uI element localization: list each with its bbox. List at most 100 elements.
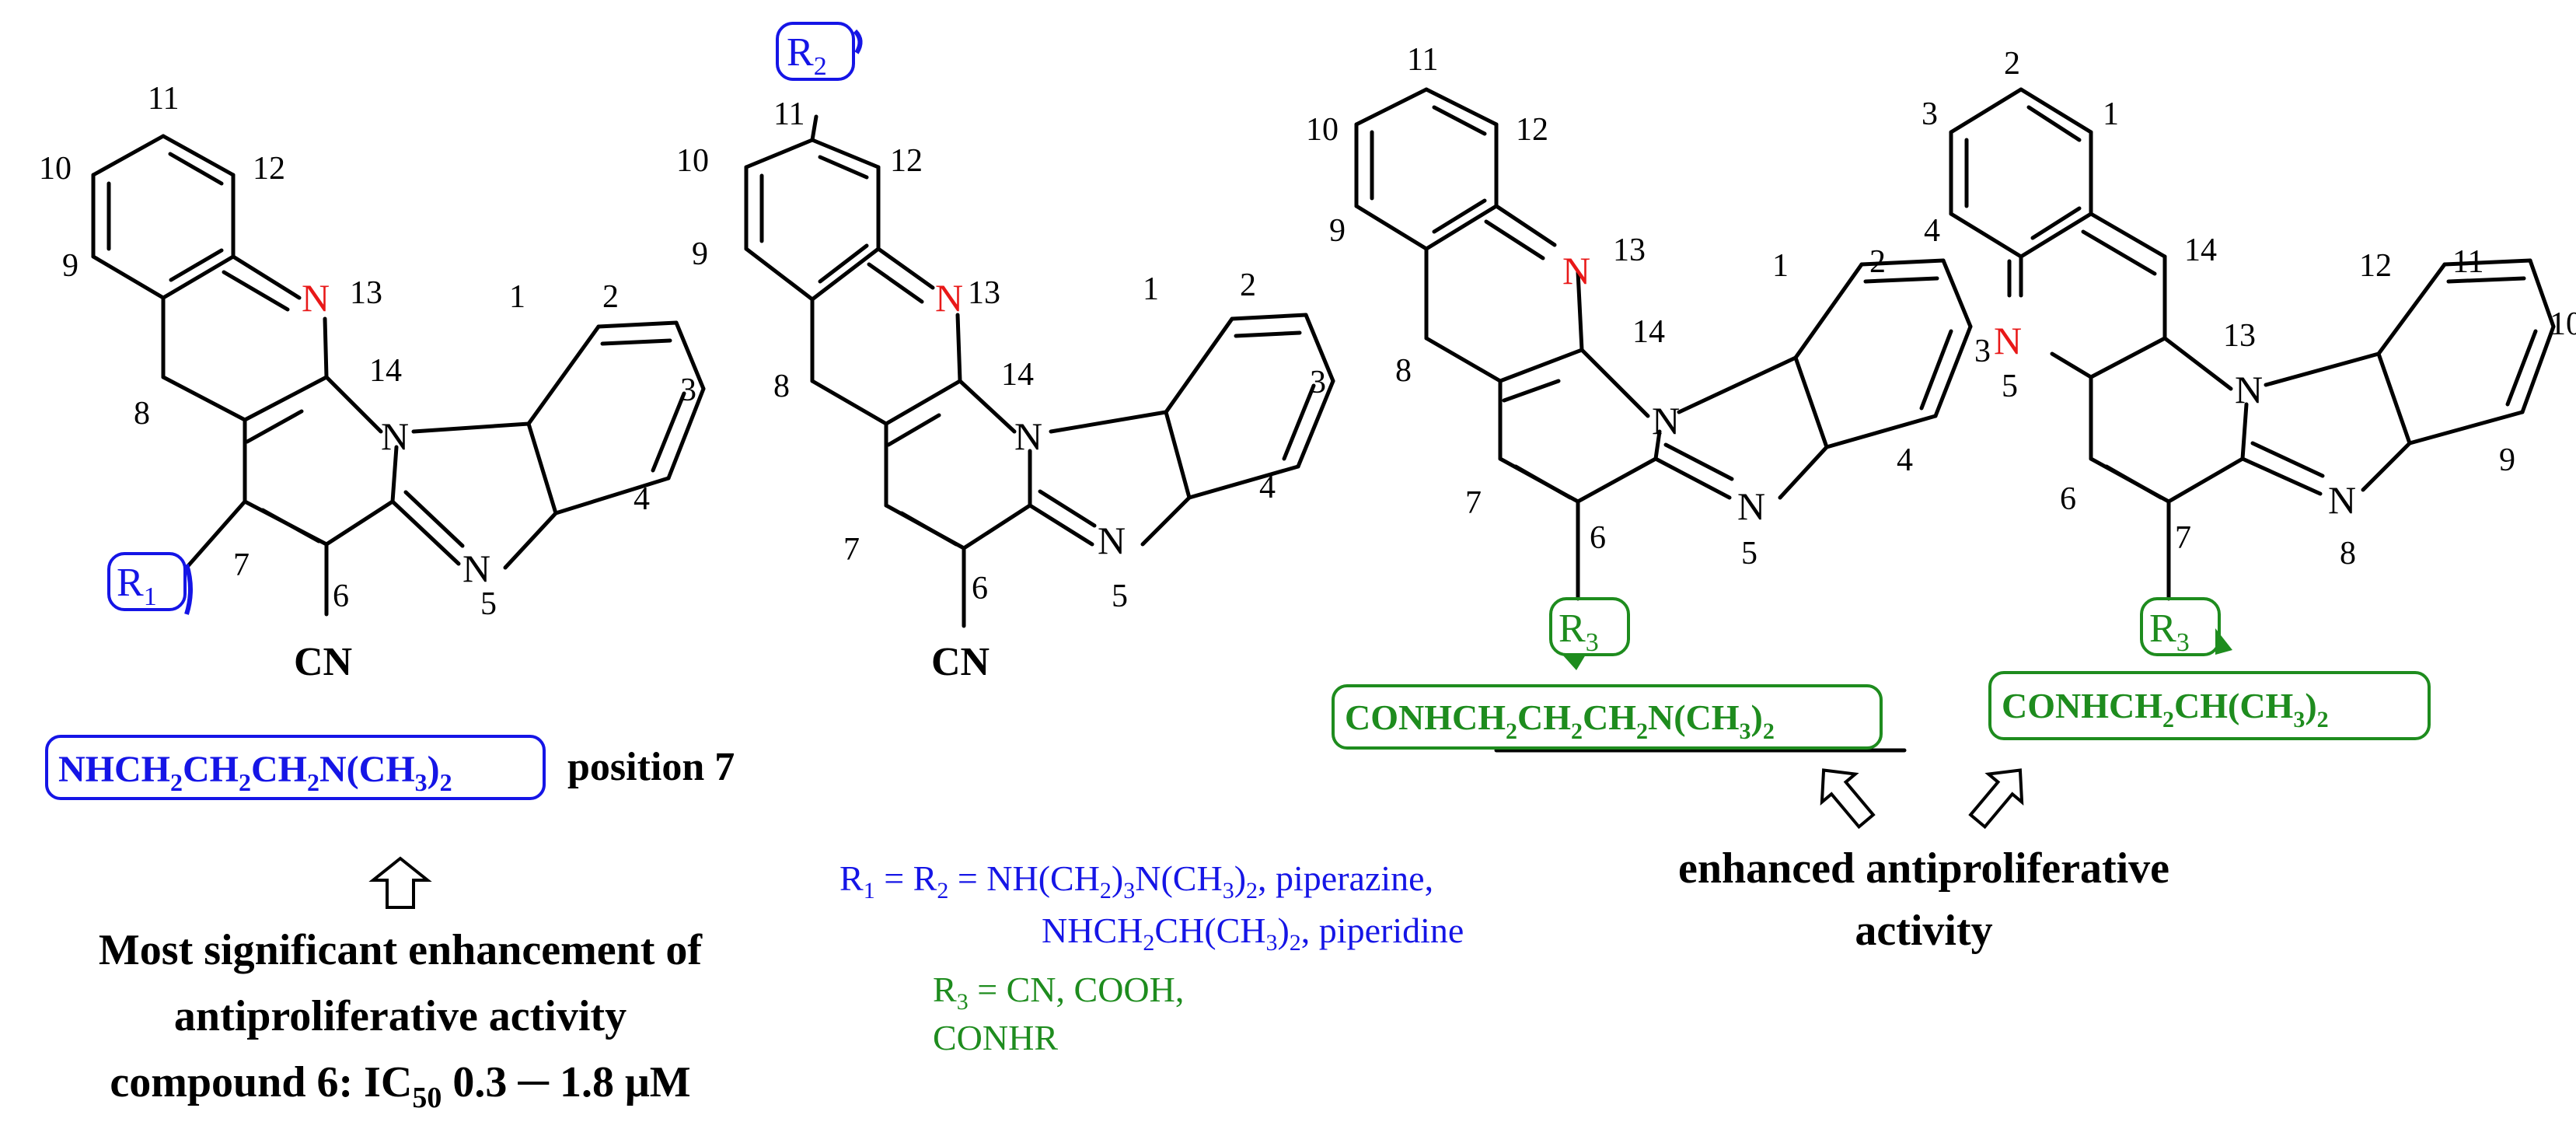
green-substituent-box-2: CONHCH2CH(CH3)2 — [1988, 671, 2431, 740]
structure-3-n5-atom: N — [1737, 484, 1765, 528]
conclusion-1: Most significant enhancement of antiprol… — [99, 926, 703, 1114]
structure-3-num-14: 14 — [1632, 314, 1665, 350]
conclusion-1-line-1: Most significant enhancement of — [99, 926, 703, 974]
svg-text:R2: R2 — [787, 30, 827, 81]
conclusion-2-line-1: enhanced antiproliferative — [1678, 844, 2169, 893]
blue-substituent-box: NHCH2CH2CH2N(CH3)2 — [45, 735, 546, 800]
structure-1-num-1: 1 — [509, 279, 525, 315]
structure-4-num-8: 8 — [2340, 536, 2356, 572]
structure-3-num-12: 12 — [1516, 112, 1548, 148]
conclusion-2: enhanced antiproliferative activity — [1678, 844, 2169, 955]
structure-1-num-4: 4 — [634, 481, 650, 517]
arrow-to-box-1-icon — [1820, 768, 1876, 830]
structure-1-num-13: 13 — [350, 275, 382, 311]
structure-1-n14-atom: N — [381, 414, 409, 458]
structure-2-num-3: 3 — [1310, 365, 1326, 400]
structure-2-num-7: 7 — [843, 532, 860, 568]
structure-2-num-2: 2 — [1240, 267, 1256, 303]
structure-2-n13-atom: N — [935, 276, 963, 320]
position-label: position 7 — [567, 745, 735, 789]
structure-1: N N N CN 11 10 12 9 13 1 2 14 3 8 4 7 6 … — [39, 81, 706, 684]
structure-2-num-13: 13 — [968, 275, 1000, 311]
structure-3-r3-label: R3 — [1549, 597, 1630, 670]
structure-1-num-10: 10 — [39, 151, 72, 187]
structure-2-num-4: 4 — [1259, 470, 1276, 505]
structure-4-r3-label: R3 — [2140, 597, 2232, 657]
structure-2-num-6: 6 — [972, 571, 988, 606]
structure-1-num-11: 11 — [148, 81, 179, 117]
structure-2-num-8: 8 — [773, 369, 790, 404]
green-substituent-box-1: CONHCH2CH2CH2N(CH3)2 — [1332, 684, 1883, 750]
structure-3-num-2: 2 — [1869, 244, 1886, 280]
structure-2-num-14: 14 — [1001, 357, 1034, 393]
conclusion-1-line-3: compound 6: IC50 0.3 ─ 1.8 μM — [110, 1058, 690, 1114]
structure-1-num-8: 8 — [134, 396, 150, 432]
structure-3-num-5: 5 — [1741, 536, 1757, 572]
r-definitions: R1 = R2 = NH(CH2)3N(CH3)2, piperazine, N… — [839, 858, 1464, 1057]
structure-3-num-9: 9 — [1329, 213, 1346, 249]
svg-text:R3: R3 — [2149, 606, 2190, 657]
structure-4-n5-atom: N — [1994, 319, 2022, 362]
structure-1-num-6: 6 — [333, 578, 349, 614]
svg-text:NHCH2CH2CH2N(CH3)2: NHCH2CH2CH2N(CH3)2 — [58, 749, 452, 796]
structure-3-num-6: 6 — [1590, 520, 1606, 556]
structure-2-num-11: 11 — [773, 96, 805, 132]
structure-2-num-9: 9 — [692, 236, 708, 272]
structure-3-bonds — [1354, 87, 1973, 753]
structure-1-num-12: 12 — [253, 151, 285, 187]
r-definition-line-1: R1 = R2 = NH(CH2)3N(CH3)2, piperazine, — [839, 858, 1433, 904]
r-definition-line-2: NHCH2CH(CH3)2, piperidine — [1042, 911, 1464, 956]
structure-4: N N N 2 3 1 4 14 12 11 13 10 5 9 6 7 8 R… — [1922, 46, 2576, 657]
structure-1-n13-atom: N — [302, 276, 330, 320]
structure-2-bonds — [744, 114, 1335, 628]
svg-text:R1: R1 — [117, 561, 157, 611]
structure-3-num-13: 13 — [1613, 232, 1646, 268]
structure-1-num-14: 14 — [369, 353, 402, 389]
structure-1-num-5: 5 — [480, 586, 497, 622]
structure-2-r2-label: R2 — [776, 22, 863, 81]
structure-3-num-11: 11 — [1407, 42, 1438, 78]
structure-4-num-7: 7 — [2175, 520, 2191, 556]
structure-4-num-9: 9 — [2499, 442, 2515, 478]
structure-3-num-7: 7 — [1465, 485, 1482, 521]
structure-1-num-7: 7 — [233, 547, 250, 583]
structure-4-num-5: 5 — [2002, 369, 2018, 404]
structure-3-n14-atom: N — [1652, 399, 1680, 442]
structure-2-num-1: 1 — [1143, 271, 1159, 307]
r-definition-line-4: CONHR — [933, 1018, 1058, 1057]
structure-3-num-8: 8 — [1395, 353, 1412, 389]
structure-2-num-5: 5 — [1112, 578, 1128, 614]
structure-2-n14-atom: N — [1014, 414, 1042, 458]
structure-2-cyano: CN — [931, 640, 990, 684]
structure-1-num-9: 9 — [62, 248, 79, 284]
structure-4-num-3: 3 — [1922, 96, 1938, 132]
structure-1-r1-label: R1 — [107, 552, 193, 615]
structure-4-num-12: 12 — [2359, 248, 2392, 284]
structure-3-num-4: 4 — [1897, 442, 1913, 478]
structure-4-num-11: 11 — [2452, 244, 2484, 280]
structure-2: N N N CN 11 10 12 9 13 1 2 14 3 8 4 7 6 … — [676, 22, 1335, 684]
structure-3-num-1: 1 — [1772, 248, 1789, 284]
structure-4-n13-atom: N — [2235, 368, 2263, 411]
svg-text:CONHCH2CH(CH3)2: CONHCH2CH(CH3)2 — [2002, 686, 2329, 732]
conclusion-2-line-2: activity — [1855, 907, 1992, 955]
structure-4-n8-atom: N — [2328, 478, 2356, 522]
structure-1-n5-atom: N — [462, 547, 490, 590]
svg-text:R3: R3 — [1559, 606, 1599, 657]
structure-1-num-2: 2 — [602, 279, 619, 315]
structure-4-num-6: 6 — [2060, 481, 2076, 517]
structure-1-cyano: CN — [294, 640, 352, 684]
structure-2-n5-atom: N — [1098, 519, 1126, 562]
structure-4-num-14: 14 — [2184, 232, 2217, 268]
structure-1-bonds — [91, 134, 706, 617]
structure-4-num-13: 13 — [2223, 318, 2256, 354]
structure-3-n13-atom: N — [1562, 249, 1590, 292]
structure-2-num-12: 12 — [890, 143, 923, 179]
svg-text:CONHCH2CH2CH2N(CH3)2: CONHCH2CH2CH2N(CH3)2 — [1345, 697, 1775, 744]
r-definition-line-3: R3 = CN, COOH, — [933, 970, 1184, 1015]
structure-4-num-10: 10 — [2550, 306, 2576, 342]
structure-4-num-2: 2 — [2004, 46, 2020, 82]
structure-4-bonds — [1949, 87, 2556, 601]
structure-4-num-4: 4 — [1924, 213, 1940, 249]
